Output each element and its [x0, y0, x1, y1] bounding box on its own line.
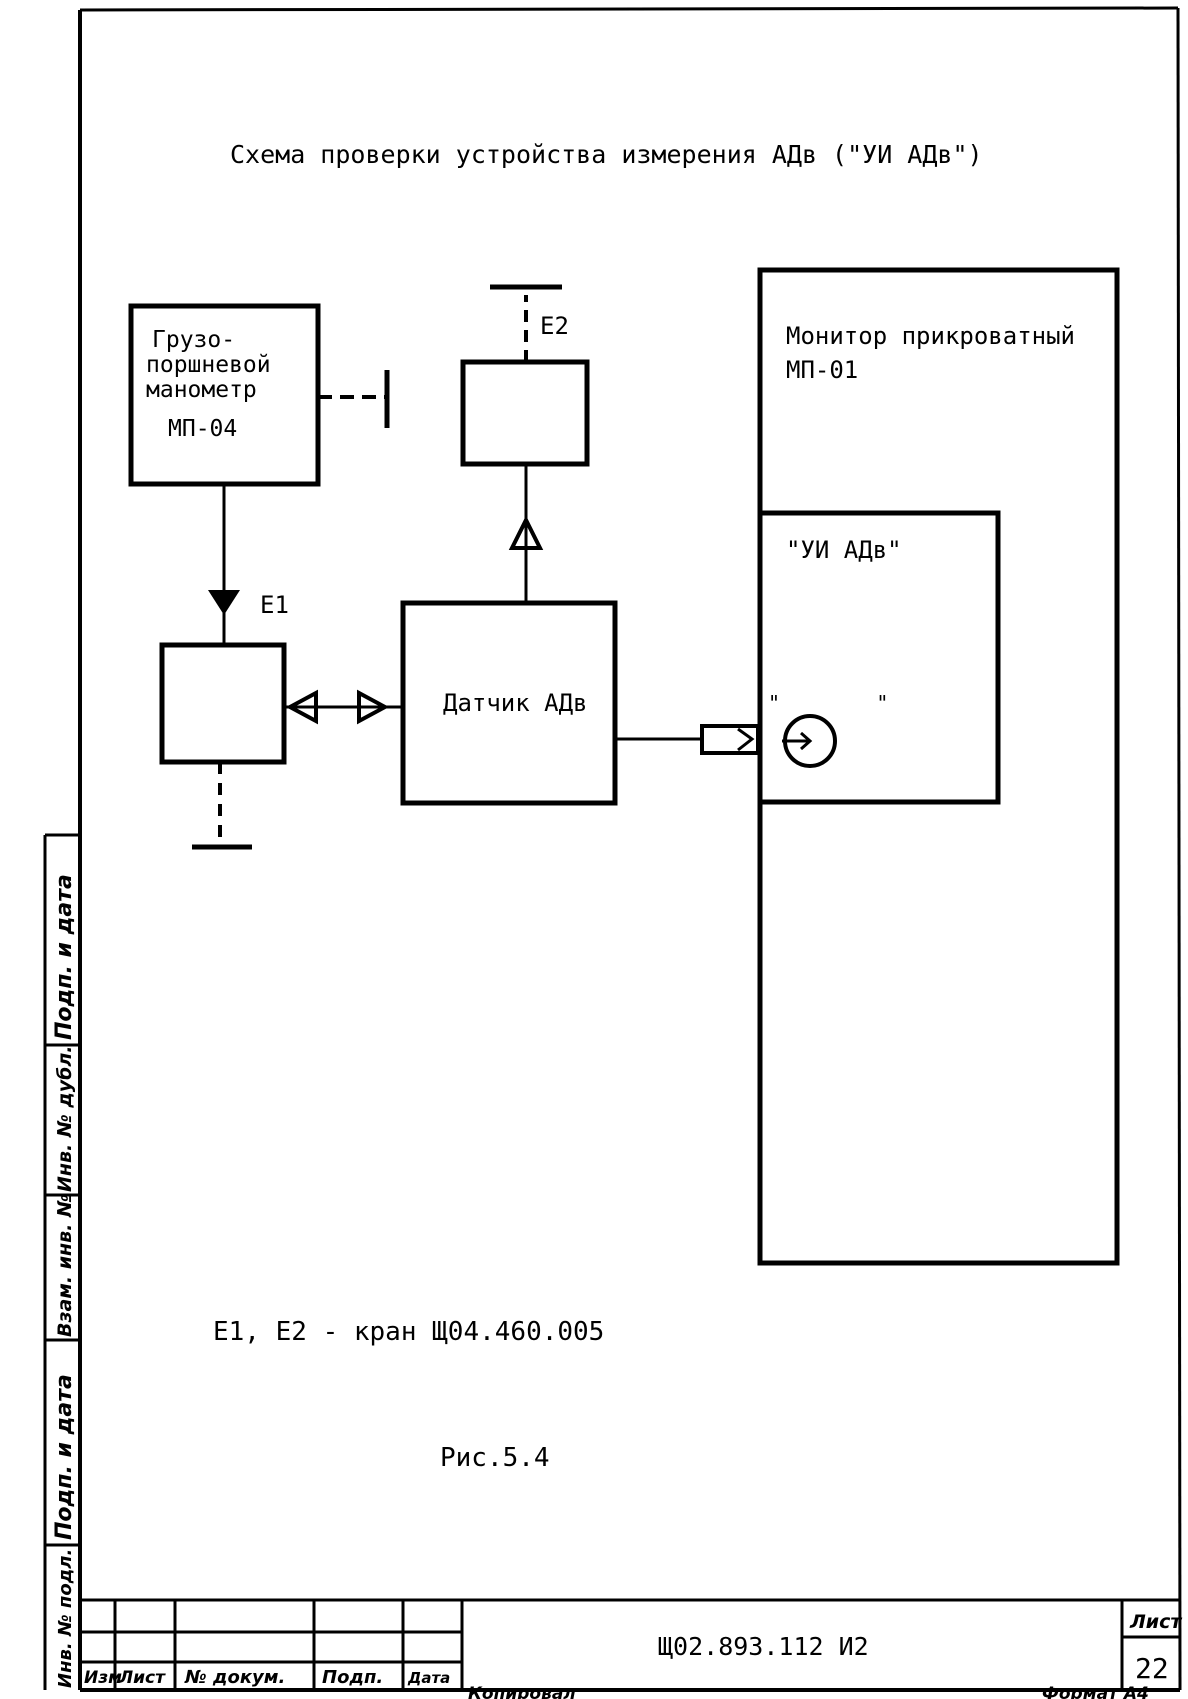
connector-quotes: " " [768, 691, 888, 715]
manometer-label-3: манометр [146, 377, 257, 403]
frame-right [1176, 7, 1182, 1691]
valve-e1-label: Е1 [260, 591, 289, 619]
manometer-label-2: поршневой [146, 352, 271, 378]
tb-col-izm: Изм [84, 1668, 122, 1688]
valve-e2-label: Е2 [540, 312, 569, 340]
manometer-label-1: Грузо- [152, 327, 235, 353]
side-stamp-2: Инв. № дубл. [54, 1046, 76, 1193]
format-label: Формат А4 [1042, 1684, 1149, 1699]
ui-module-label: "УИ АДв" [786, 536, 902, 564]
frame-top [79, 6, 1179, 12]
sheet-label: Лист [1129, 1611, 1182, 1633]
manometer-label-4: МП-04 [168, 416, 237, 442]
side-stamp-1: Подп. и дата [52, 874, 77, 1040]
sensor-label: Датчик АДв [443, 689, 588, 717]
side-stamp-4: Подп. и дата [52, 1374, 77, 1540]
tb-col-sign: Подп. [322, 1667, 383, 1688]
sensor-block [400, 600, 618, 806]
valve-e1-symbol [208, 590, 240, 615]
side-stamp-3: Взам. инв. № [54, 1194, 76, 1337]
tb-col-doc: № докум. [184, 1667, 285, 1688]
monitor-label-2: МП-01 [786, 356, 858, 384]
tb-col-list: Лист [118, 1668, 166, 1688]
valve-legend: Е1, Е2 - кран Щ04.460.005 [213, 1317, 604, 1347]
copied-by-label: Копировал [468, 1684, 576, 1699]
arrow-left-icon [285, 689, 318, 725]
title-block-grid [80, 1598, 1180, 1690]
side-stamp-5: Инв. № подл. [55, 1549, 76, 1688]
document-code: Щ02.893.112 И2 [658, 1632, 869, 1661]
sheet-number: 22 [1135, 1652, 1169, 1685]
input-socket-arrow [800, 731, 813, 751]
figure-caption: Рис.5.4 [440, 1443, 550, 1473]
connector-chevron-icon [737, 727, 755, 752]
arrow-right-icon [357, 689, 390, 725]
ui-module-block [757, 510, 1001, 805]
side-stamp-column [43, 833, 80, 1690]
tb-col-date: Дата [407, 1669, 450, 1687]
diagram-title: Схема проверки устройства измерения АДв … [230, 140, 983, 169]
monitor-label-1: Монитор прикроватный [786, 322, 1075, 350]
e1-junction-block [159, 642, 287, 765]
arrow-up-icon [508, 515, 544, 550]
